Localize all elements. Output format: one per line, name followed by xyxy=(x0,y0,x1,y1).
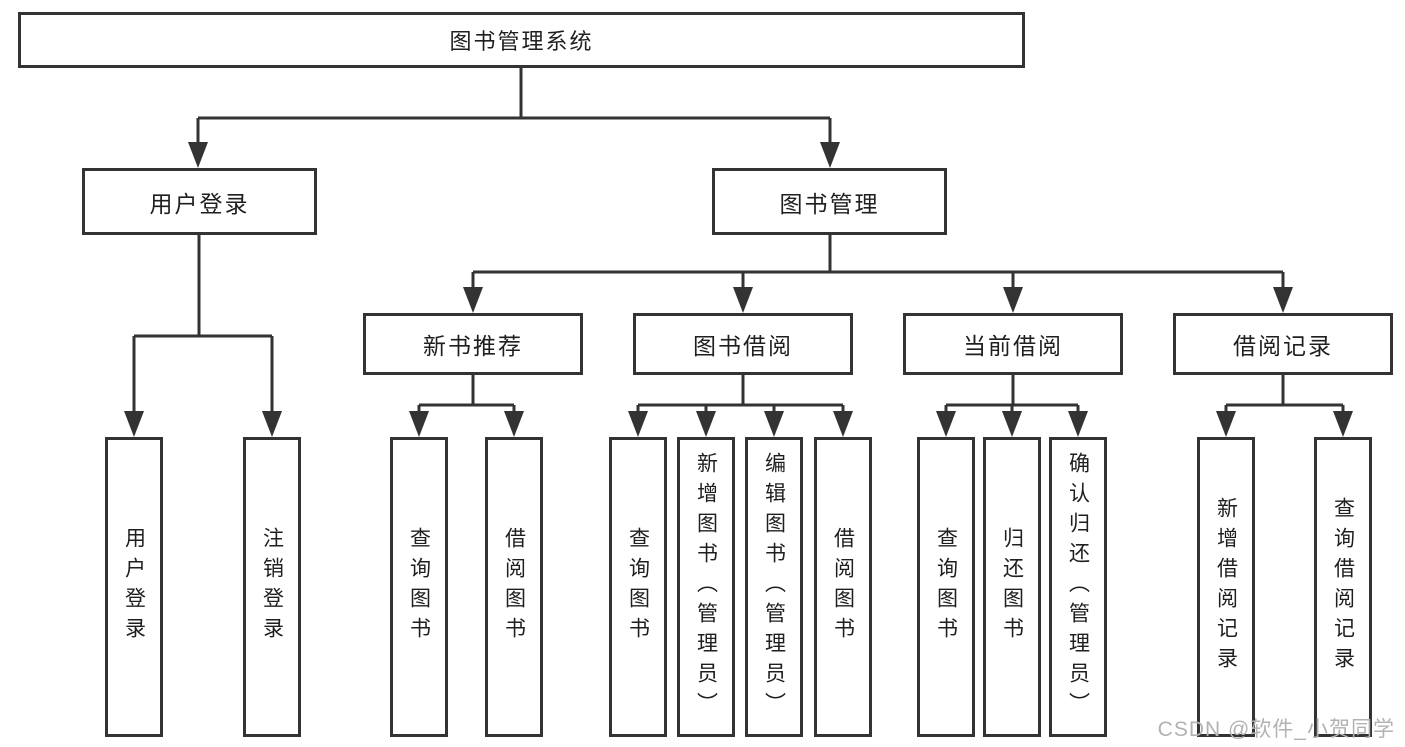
node-label: 新书推荐 xyxy=(423,333,523,359)
leaf-label: 编辑图书（管理员） xyxy=(762,452,786,722)
leaf-label: 借阅图书 xyxy=(502,527,526,647)
leaf-return-books: 归还图书 xyxy=(983,437,1041,737)
leaf-add-books-admin: 新增图书（管理员） xyxy=(677,437,735,737)
leaf-label: 新增图书（管理员） xyxy=(694,452,718,722)
leaf-label: 新增借阅记录 xyxy=(1214,497,1238,677)
leaf-label: 查询图书 xyxy=(626,527,650,647)
node-label: 图书借阅 xyxy=(693,333,793,359)
leaf-label: 注销登录 xyxy=(260,527,284,647)
leaf-label: 归还图书 xyxy=(1000,527,1024,647)
leaf-confirm-return-admin: 确认归还（管理员） xyxy=(1049,437,1107,737)
leaf-user-login: 用户登录 xyxy=(105,437,163,737)
node-label: 图书管理 xyxy=(779,190,880,217)
leaf-add-borrow-record: 新增借阅记录 xyxy=(1197,437,1255,737)
leaf-query-borrow-record: 查询借阅记录 xyxy=(1314,437,1372,737)
leaf-label: 确认归还（管理员） xyxy=(1066,452,1090,722)
node-library-management-system: 图书管理系统 xyxy=(18,12,1025,68)
leaf-query-books-borrow: 查询图书 xyxy=(609,437,667,737)
leaf-borrow-books-recommend: 借阅图书 xyxy=(485,437,543,737)
node-label: 用户登录 xyxy=(149,190,250,217)
node-borrow-record: 借阅记录 xyxy=(1173,313,1393,375)
leaf-label: 查询图书 xyxy=(934,527,958,647)
node-label: 借阅记录 xyxy=(1233,333,1333,359)
node-new-book-recommend: 新书推荐 xyxy=(363,313,583,375)
leaf-edit-books-admin: 编辑图书（管理员） xyxy=(745,437,803,737)
node-book-management: 图书管理 xyxy=(712,168,947,235)
node-current-borrow: 当前借阅 xyxy=(903,313,1123,375)
csdn-watermark: CSDN @软件_小贺同学 xyxy=(1157,718,1395,741)
leaf-label: 查询借阅记录 xyxy=(1331,497,1355,677)
node-label: 图书管理系统 xyxy=(449,29,594,54)
leaf-borrow-books: 借阅图书 xyxy=(814,437,872,737)
leaf-label: 用户登录 xyxy=(122,527,146,647)
leaf-label: 借阅图书 xyxy=(831,527,855,647)
leaf-query-books-current: 查询图书 xyxy=(917,437,975,737)
node-book-borrow: 图书借阅 xyxy=(633,313,853,375)
node-user-login: 用户登录 xyxy=(82,168,317,235)
leaf-logout: 注销登录 xyxy=(243,437,301,737)
leaf-query-books-recommend: 查询图书 xyxy=(390,437,448,737)
leaf-label: 查询图书 xyxy=(407,527,431,647)
node-label: 当前借阅 xyxy=(963,333,1063,359)
